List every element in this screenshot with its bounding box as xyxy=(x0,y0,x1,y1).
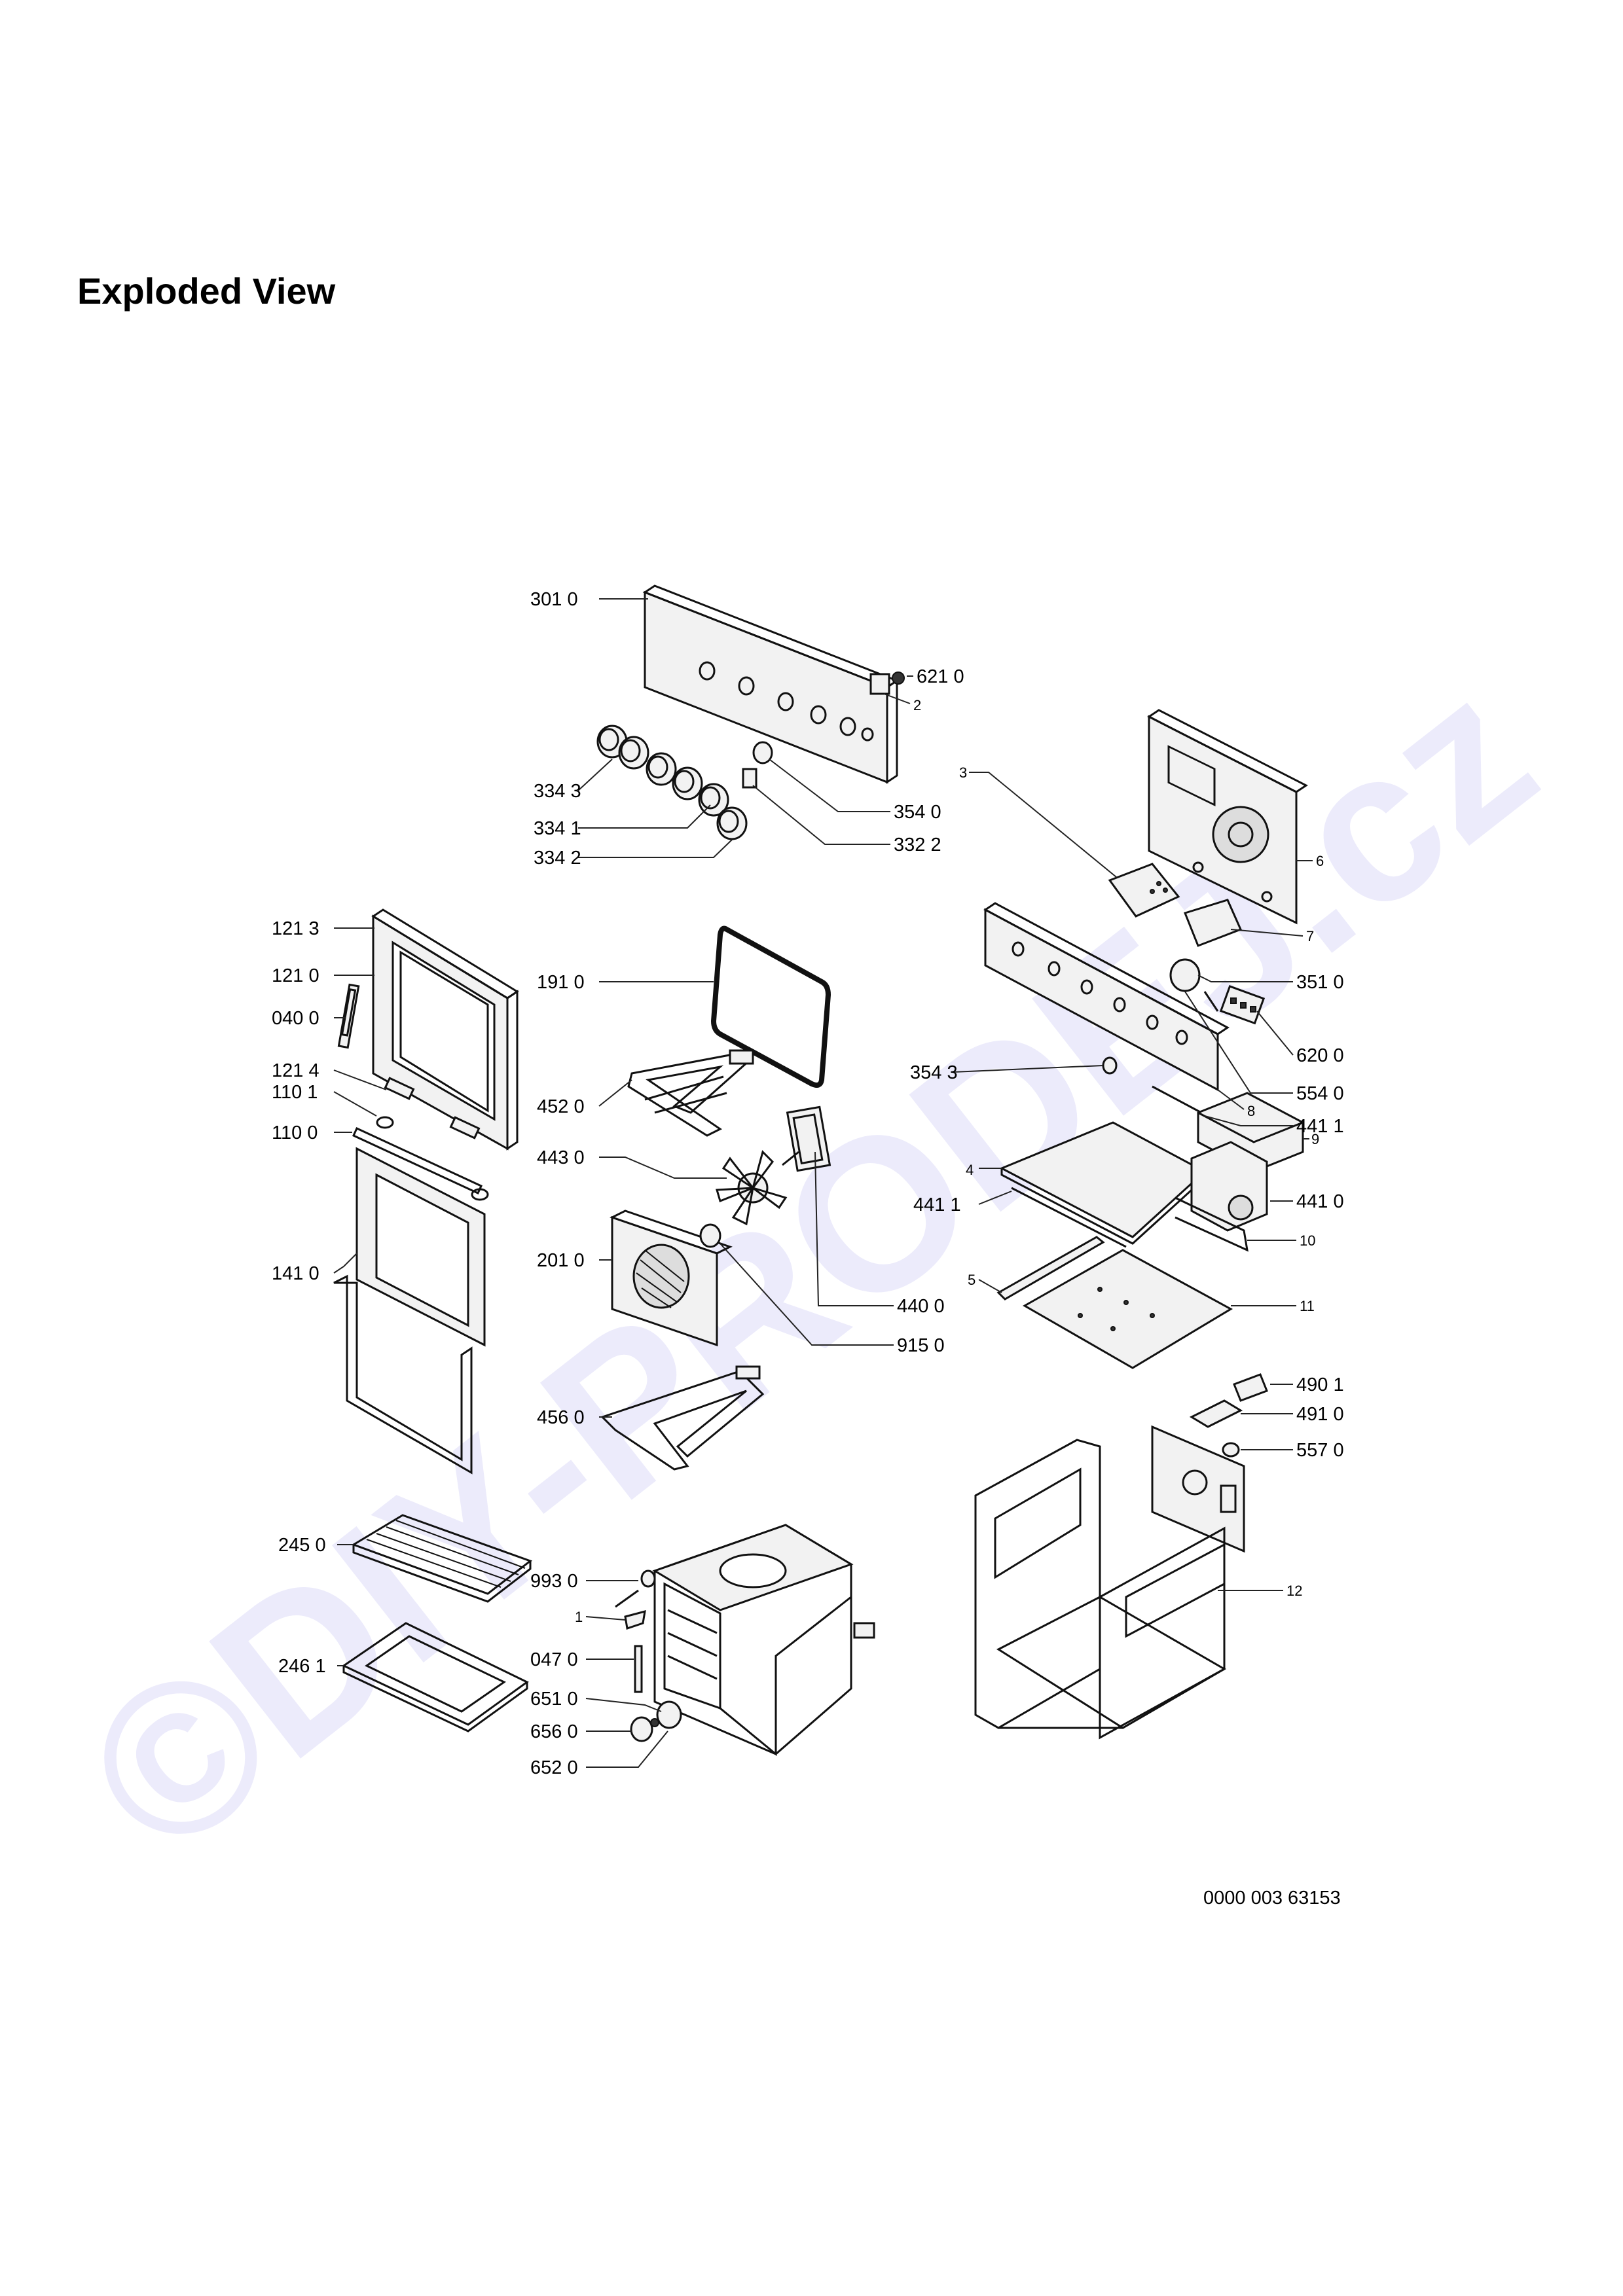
label-334-1: 334 1 xyxy=(534,818,581,839)
label-554-0: 554 0 xyxy=(1296,1083,1344,1104)
label-1: 1 xyxy=(575,1609,583,1625)
label-047-0: 047 0 xyxy=(530,1649,578,1670)
bracket-10 xyxy=(1175,1196,1249,1252)
part-labels: 301 0 621 0 2 334 3 334 1 334 2 354 0 33… xyxy=(272,589,1344,1778)
glass-141-inner xyxy=(356,1147,486,1347)
handle-110 xyxy=(352,1116,489,1201)
clip-1 xyxy=(624,1609,646,1630)
label-651-0: 651 0 xyxy=(530,1689,578,1710)
fan-cover-201 xyxy=(610,1210,733,1347)
clip-621 xyxy=(869,672,905,695)
fan-blade-443 xyxy=(716,1150,788,1226)
label-354-3: 354 3 xyxy=(910,1062,958,1083)
label-490-1: 490 1 xyxy=(1296,1374,1344,1395)
wire-shelf-245 xyxy=(351,1514,533,1603)
label-456-0: 456 0 xyxy=(537,1407,585,1428)
label-110-1: 110 1 xyxy=(272,1082,318,1103)
label-441-0: 441 0 xyxy=(1296,1191,1344,1212)
strip-441-1 xyxy=(1011,1085,1202,1248)
label-452-0: 452 0 xyxy=(537,1096,585,1117)
label-621-0: 621 0 xyxy=(917,666,964,687)
bottom-element-456 xyxy=(600,1365,765,1471)
top-cover-4 xyxy=(999,1121,1207,1245)
label-141-0: 141 0 xyxy=(272,1263,319,1284)
fan-motor-440 xyxy=(782,1105,831,1172)
label-620-0: 620 0 xyxy=(1296,1045,1344,1066)
nut-915 xyxy=(699,1223,721,1248)
label-110-0: 110 0 xyxy=(272,1122,318,1143)
cooling-fan-441-0 xyxy=(1190,1141,1268,1232)
door-gasket-191 xyxy=(710,925,831,1088)
label-246-1: 246 1 xyxy=(278,1656,326,1677)
lamp-993 xyxy=(615,1570,656,1608)
label-9: 9 xyxy=(1311,1131,1319,1147)
rear-panel-6 xyxy=(1147,709,1308,925)
electronic-parts-490 xyxy=(1233,1373,1268,1402)
label-121-0: 121 0 xyxy=(272,965,319,986)
oven-frame-12 xyxy=(974,1439,1226,1740)
label-334-3: 334 3 xyxy=(534,781,581,802)
indicator-354-0 xyxy=(752,741,773,764)
baking-tray-246 xyxy=(341,1622,529,1732)
label-443-0: 443 0 xyxy=(537,1147,585,1168)
label-10: 10 xyxy=(1300,1232,1315,1249)
page-title: Exploded View xyxy=(77,270,336,312)
switch-cover-7 xyxy=(1184,899,1243,947)
glass-141-outer xyxy=(333,1274,473,1475)
label-441-1-mid: 441 1 xyxy=(913,1194,961,1215)
control-panel xyxy=(642,584,900,784)
label-557-0: 557 0 xyxy=(1296,1440,1344,1461)
label-7: 7 xyxy=(1306,928,1314,944)
bottom-tray-11 xyxy=(1022,1249,1233,1369)
label-301-0: 301 0 xyxy=(530,589,578,610)
handle-parts-121-4 xyxy=(384,1077,481,1139)
label-652-0: 652 0 xyxy=(530,1757,578,1778)
label-440-0: 440 0 xyxy=(897,1296,945,1317)
label-334-2: 334 2 xyxy=(534,848,581,869)
cover-3 xyxy=(1108,863,1180,918)
selector-switch-620 xyxy=(1219,985,1266,1025)
grill-element-452 xyxy=(627,1049,754,1137)
document-number: 0000 003 63153 xyxy=(1203,1888,1341,1909)
lamp-assembly-651-656-652 xyxy=(630,1700,682,1742)
knobs-334 xyxy=(596,725,748,840)
label-6: 6 xyxy=(1316,853,1324,869)
label-5: 5 xyxy=(968,1272,976,1288)
label-354-0: 354 0 xyxy=(894,802,941,823)
label-332-2: 332 2 xyxy=(894,834,941,855)
label-441-1-top: 441 1 xyxy=(1296,1116,1344,1137)
label-8: 8 xyxy=(1247,1103,1255,1119)
label-121-4: 121 4 xyxy=(272,1060,319,1081)
label-245-0: 245 0 xyxy=(278,1535,326,1556)
label-491-0: 491 0 xyxy=(1296,1404,1344,1425)
label-040-0: 040 0 xyxy=(272,1008,319,1029)
label-2: 2 xyxy=(913,697,921,713)
label-191-0: 191 0 xyxy=(537,972,585,993)
terminal-block-491 xyxy=(1189,1399,1243,1428)
rod-047 xyxy=(634,1645,643,1693)
label-121-3: 121 3 xyxy=(272,918,319,939)
label-993-0: 993 0 xyxy=(530,1571,578,1592)
hinge-040 xyxy=(337,983,360,1049)
label-201-0: 201 0 xyxy=(537,1250,585,1271)
label-3: 3 xyxy=(959,764,967,781)
label-12: 12 xyxy=(1286,1583,1302,1599)
oven-cavity xyxy=(652,1524,875,1757)
label-656-0: 656 0 xyxy=(530,1721,578,1742)
label-351-0: 351 0 xyxy=(1296,972,1344,993)
label-11: 11 xyxy=(1300,1298,1315,1314)
spindle-332-2 xyxy=(742,768,757,789)
component-557 xyxy=(1222,1442,1240,1458)
label-915-0: 915 0 xyxy=(897,1335,945,1356)
knob-insert-354-3 xyxy=(1102,1056,1118,1075)
rail-5 xyxy=(996,1236,1105,1300)
thermostat-351 xyxy=(1169,958,1219,1012)
leader-lines xyxy=(333,598,1313,1768)
outer-door-121 xyxy=(371,908,519,1151)
rear-plate-12a xyxy=(1151,1425,1245,1553)
label-4: 4 xyxy=(966,1162,974,1178)
